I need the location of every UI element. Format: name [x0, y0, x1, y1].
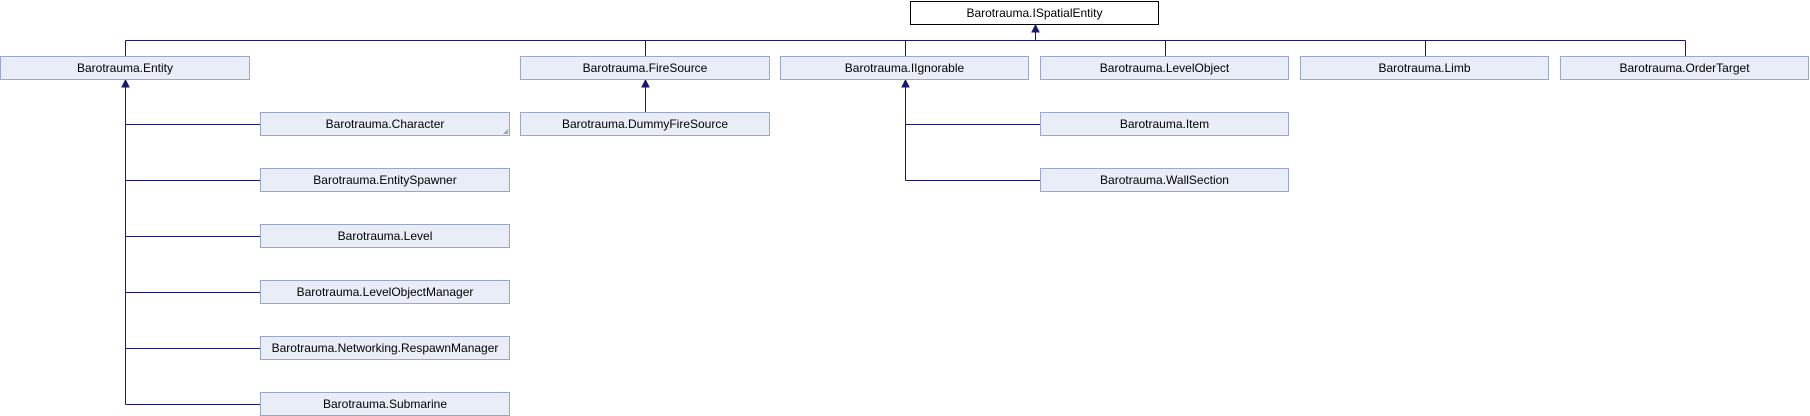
node-entityspawner[interactable]: Barotrauma.EntitySpawner	[260, 168, 510, 192]
node-limb[interactable]: Barotrauma.Limb	[1300, 56, 1549, 80]
edge-entity-arrowhead	[121, 78, 130, 88]
node-ordertarget[interactable]: Barotrauma.OrderTarget	[1560, 56, 1809, 80]
node-respawnmanager[interactable]: Barotrauma.Networking.RespawnManager	[260, 336, 510, 360]
node-levelobject[interactable]: Barotrauma.LevelObject	[1040, 56, 1289, 80]
node-character[interactable]: Barotrauma.Character	[260, 112, 510, 136]
node-wallsection[interactable]: Barotrauma.WallSection	[1040, 168, 1289, 192]
node-levelobjectmanager[interactable]: Barotrauma.LevelObjectManager	[260, 280, 510, 304]
node-ispatialentity: Barotrauma.ISpatialEntity	[910, 1, 1159, 25]
node-level[interactable]: Barotrauma.Level	[260, 224, 510, 248]
node-firesource[interactable]: Barotrauma.FireSource	[520, 56, 770, 80]
edge-root-arrowhead	[1031, 23, 1040, 33]
more-subclasses-icon	[503, 129, 508, 134]
node-item[interactable]: Barotrauma.Item	[1040, 112, 1289, 136]
node-character-label: Barotrauma.Character	[325, 117, 445, 131]
node-dummyfiresource[interactable]: Barotrauma.DummyFireSource	[520, 112, 770, 136]
node-submarine[interactable]: Barotrauma.Submarine	[260, 392, 510, 416]
edge-firesource-arrowhead	[641, 78, 650, 88]
edge-iignorable-arrowhead	[901, 78, 910, 88]
node-entity[interactable]: Barotrauma.Entity	[0, 56, 250, 80]
node-iignorable[interactable]: Barotrauma.IIgnorable	[780, 56, 1029, 80]
